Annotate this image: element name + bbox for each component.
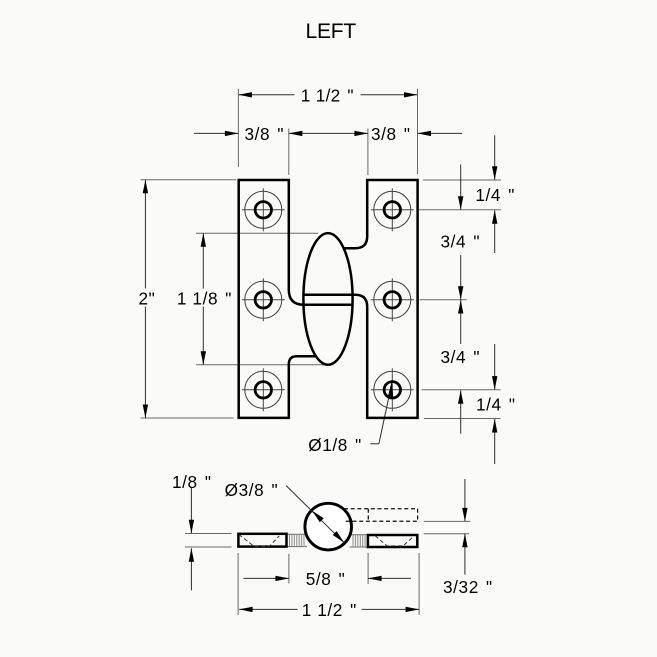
svg-text:1/4 ": 1/4 "	[475, 185, 515, 205]
svg-text:3/8 ": 3/8 "	[245, 124, 285, 144]
svg-text:3/4 ": 3/4 "	[441, 347, 481, 367]
svg-text:3/32 ": 3/32 "	[443, 577, 493, 597]
svg-text:2": 2"	[139, 289, 156, 309]
svg-text:5/8 ": 5/8 "	[306, 569, 346, 589]
svg-text:Ø1/8 ": Ø1/8 "	[308, 435, 362, 455]
svg-text:1 1/8 ": 1 1/8 "	[177, 289, 232, 309]
svg-text:LEFT: LEFT	[306, 20, 357, 43]
svg-text:3/8 ": 3/8 "	[371, 124, 411, 144]
svg-text:1 1/2 ": 1 1/2 "	[302, 600, 357, 620]
svg-text:1/4 ": 1/4 "	[476, 395, 516, 415]
svg-text:3/4 ": 3/4 "	[441, 231, 481, 251]
svg-text:1/8 ": 1/8 "	[172, 472, 212, 492]
svg-text:1 1/2 ": 1 1/2 "	[301, 86, 354, 106]
svg-text:Ø3/8 ": Ø3/8 "	[225, 480, 279, 500]
